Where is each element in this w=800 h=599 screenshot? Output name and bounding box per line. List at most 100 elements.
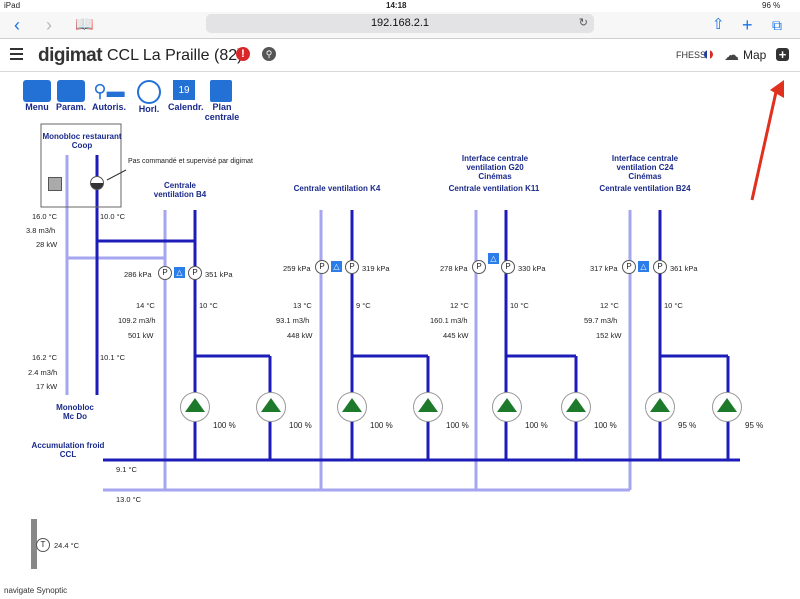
power: 152 kW — [596, 331, 622, 340]
pump-icon[interactable] — [561, 392, 591, 422]
pump-speed: 100 % — [370, 421, 393, 430]
home-icon — [23, 80, 51, 102]
coop-flow: 3.8 m3/h — [26, 226, 56, 235]
toolbar-autoris[interactable]: ⚲▬ Autoris. — [92, 80, 126, 112]
status-footer: navigate Synoptic — [4, 586, 68, 595]
coop-box — [40, 123, 122, 208]
return-pipes — [65, 155, 632, 492]
red-annotation-arrow — [750, 80, 784, 201]
clock-icon — [137, 80, 161, 104]
fan-icon — [90, 176, 104, 190]
settings-list-icon — [57, 80, 85, 102]
pressure-gauge-icon: P — [158, 266, 172, 280]
alert-icon[interactable]: ! — [236, 47, 250, 61]
toolbar-calendr[interactable]: 19 Calendr. — [168, 80, 204, 112]
coop-t-in: 16.0 °C — [32, 212, 58, 221]
power: 445 kW — [443, 331, 469, 340]
battery-level: 96 % — [762, 1, 781, 10]
temp-in: 12 °C — [450, 301, 469, 310]
temp-in: 14 °C — [136, 301, 155, 310]
toolbar-param-label: Param. — [56, 102, 87, 112]
status-bar: iPad 14:18 96 % — [0, 0, 800, 12]
unit-title: Centrale ventilation K11 — [448, 184, 540, 193]
add-icon[interactable]: + — [776, 48, 789, 61]
accumulation-supply-temp: 9.1 °C — [116, 465, 137, 474]
mcdo-flow: 2.4 m3/h — [28, 368, 58, 377]
temp-in: 12 °C — [600, 301, 619, 310]
mcdo-t-in: 16.2 °C — [32, 353, 58, 362]
coop-t-out: 10.0 °C — [100, 212, 126, 221]
pressure-gauge-icon: P — [653, 260, 667, 274]
temp-out: 10 °C — [510, 301, 529, 310]
mcdo-t-out: 10.1 °C — [100, 353, 126, 362]
url-text: 192.168.2.1 — [370, 17, 430, 29]
pressure-gauge-icon: P — [622, 260, 636, 274]
digimat-logo: digimat — [38, 45, 103, 66]
user-name: FHESS — [676, 50, 707, 60]
pump-icon[interactable] — [337, 392, 367, 422]
pump-icon[interactable] — [413, 392, 443, 422]
hamburger-menu-icon[interactable] — [10, 48, 23, 60]
pump-speed: 100 % — [446, 421, 469, 430]
pressure-in: 286 kPa — [124, 270, 152, 279]
alarm-triangle-icon[interactable]: △ — [488, 253, 499, 264]
page-title: CCL La Praille (82) — [107, 47, 243, 64]
alarm-triangle-icon[interactable]: △ — [638, 261, 649, 272]
forward-icon[interactable]: › — [46, 15, 52, 35]
pressure-gauge-icon: P — [345, 260, 359, 274]
outdoor-temp: 24.4 °C — [54, 541, 80, 550]
browser-toolbar: ‹ › 📖 192.168.2.1 ↻ ⇧ + ⧉ — [0, 12, 800, 39]
note-pointer — [106, 169, 127, 181]
accumulation-title: Accumulation froid CCL — [31, 441, 105, 459]
unit-title: Centrale ventilation B4 — [153, 181, 207, 199]
pressure-out: 319 kPa — [362, 264, 390, 273]
power: 501 kW — [128, 331, 154, 340]
url-bar[interactable]: 192.168.2.1 ↻ — [206, 14, 594, 33]
pump-icon[interactable] — [712, 392, 742, 422]
pump-icon[interactable] — [492, 392, 522, 422]
back-icon[interactable]: ‹ — [14, 15, 20, 35]
cloud-icon[interactable]: ☁ — [724, 47, 739, 64]
pressure-out: 361 kPa — [670, 264, 698, 273]
unit-pre-title: Interface centrale ventilation C24 Ciném… — [611, 154, 679, 181]
pump-icon[interactable] — [256, 392, 286, 422]
mcdo-power: 17 kW — [36, 382, 58, 391]
flow: 109.2 m3/h — [118, 316, 156, 325]
toolbar-plan-centrale[interactable]: Plan centrale — [204, 80, 240, 122]
toolbar-horl[interactable]: Horl. — [134, 80, 164, 114]
pressure-gauge-icon: P — [472, 260, 486, 274]
bookmarks-icon[interactable]: 📖 — [75, 16, 94, 33]
plant-icon — [210, 80, 232, 102]
tabs-icon[interactable]: ⧉ — [772, 17, 782, 33]
pressure-in: 317 kPa — [590, 264, 618, 273]
power: 448 kW — [287, 331, 313, 340]
flow: 93.1 m3/h — [276, 316, 310, 325]
thermometer-icon: T — [36, 538, 50, 552]
map-link[interactable]: Map — [743, 48, 767, 62]
toolbar-horl-label: Horl. — [138, 104, 160, 114]
flow: 160.1 m3/h — [430, 316, 468, 325]
pressure-gauge-icon: P — [501, 260, 515, 274]
alarm-triangle-icon[interactable]: △ — [174, 267, 185, 278]
toolbar-plan-label: Plan centrale — [204, 102, 240, 122]
toolbar-menu-label: Menu — [25, 102, 49, 112]
toolbar-calendr-label: Calendr. — [168, 102, 204, 112]
pump-icon[interactable] — [645, 392, 675, 422]
share-icon[interactable]: ⇧ — [712, 16, 725, 33]
device-name: iPad — [4, 1, 21, 10]
pump-speed: 95 % — [745, 421, 764, 430]
temp-out: 10 °C — [199, 301, 218, 310]
new-tab-icon[interactable]: + — [742, 15, 753, 35]
unit-pre-title: Interface centrale ventilation G20 Ciném… — [461, 154, 529, 181]
alarm-triangle-icon[interactable]: △ — [331, 261, 342, 272]
reload-icon[interactable]: ↻ — [578, 17, 588, 29]
temp-out: 9 °C — [356, 301, 371, 310]
toolbar-param[interactable]: Param. — [56, 80, 86, 112]
flag-fr-icon[interactable] — [704, 50, 713, 59]
pump-icon[interactable] — [180, 392, 210, 422]
pump-speed: 100 % — [525, 421, 548, 430]
search-icon[interactable]: ⚲ — [262, 47, 276, 61]
pressure-out: 351 kPa — [205, 270, 233, 279]
toolbar-menu[interactable]: Menu — [22, 80, 52, 112]
